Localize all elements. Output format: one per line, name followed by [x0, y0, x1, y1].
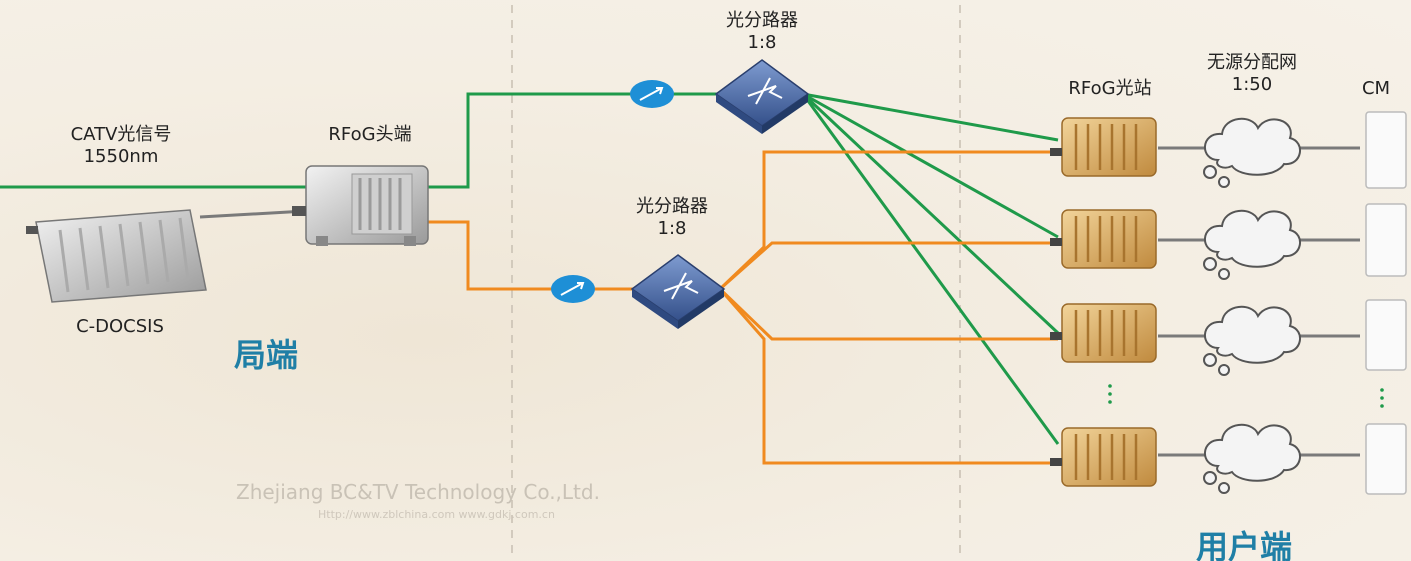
splitter-icon: [630, 254, 726, 329]
connector-icon: [630, 80, 674, 108]
cloud-network-icon: [1203, 118, 1301, 188]
orange-fanout-2: [719, 241, 1058, 291]
rf-links: [428, 150, 1058, 465]
head-to-bottom-splitter-line: [428, 220, 640, 291]
rfog-station-icon: [1050, 117, 1157, 177]
splitter-top-label: 光分路器 1:8: [702, 10, 822, 54]
catv-signal-label: CATV光信号 1550nm: [46, 124, 196, 168]
passive-network-label-line1: 无源分配网: [1207, 52, 1297, 73]
cdocsis-device-icon: [26, 209, 207, 303]
more-stations-ellipsis: [1108, 384, 1112, 404]
headend-region-label: 局端: [234, 336, 299, 374]
cloud-network-icon: [1203, 210, 1301, 280]
orange-fanout-4: [718, 288, 1058, 465]
green-fanout-3: [801, 92, 1060, 335]
cdocsis-label: C-DOCSIS: [76, 316, 164, 337]
rfog-station-label: RFoG光站: [1068, 78, 1152, 99]
splitter-bottom-label-line1: 光分路器: [636, 196, 708, 217]
green-fanout-1: [802, 92, 1059, 142]
more-cm-ellipsis: [1380, 388, 1384, 408]
cm-device-icon: [1365, 111, 1407, 189]
cm-device-icon: [1365, 423, 1407, 495]
green-fanout-2: [802, 92, 1059, 239]
cloud-network-icon: [1203, 424, 1301, 494]
splitter-bottom-label-line2: 1:8: [657, 218, 687, 239]
splitter-icon: [714, 59, 810, 134]
cloud-network-icon: [1203, 306, 1301, 376]
orange-fanout-3: [718, 287, 1058, 341]
connector-icon: [551, 275, 595, 303]
splitter-bottom-label: 光分路器 1:8: [612, 196, 732, 240]
passive-network-label: 无源分配网 1:50: [1182, 52, 1322, 96]
cdocsis-to-head-coax: [199, 209, 307, 219]
rfog-station-icon: [1050, 303, 1157, 363]
url-watermark: Http://www.zblchina.com www.gdkj.com.cn: [318, 508, 555, 521]
cm-device-icon: [1365, 299, 1407, 371]
headend-device-icon: [292, 165, 429, 246]
company-watermark: Zhejiang BC&TV Technology Co.,Ltd.: [236, 480, 600, 504]
coax-links: [199, 146, 1360, 457]
passive-network-label-line2: 1:50: [1231, 74, 1273, 95]
user-region-label: 用户端: [1196, 528, 1293, 561]
catv-signal-label-line1: CATV光信号: [70, 124, 172, 145]
green-fanout-4: [801, 93, 1060, 445]
cm-label: CM: [1361, 78, 1391, 99]
head-to-top-splitter-line: [428, 92, 722, 189]
rfog-station-icon: [1050, 209, 1157, 269]
rfog-headend-label: RFoG头端: [328, 124, 412, 145]
rfog-station-icon: [1050, 427, 1157, 487]
cm-device-icon: [1365, 203, 1407, 277]
catv-signal-label-line2: 1550nm: [83, 146, 159, 167]
splitter-top-label-line2: 1:8: [747, 32, 777, 53]
splitter-top-label-line1: 光分路器: [726, 10, 798, 31]
